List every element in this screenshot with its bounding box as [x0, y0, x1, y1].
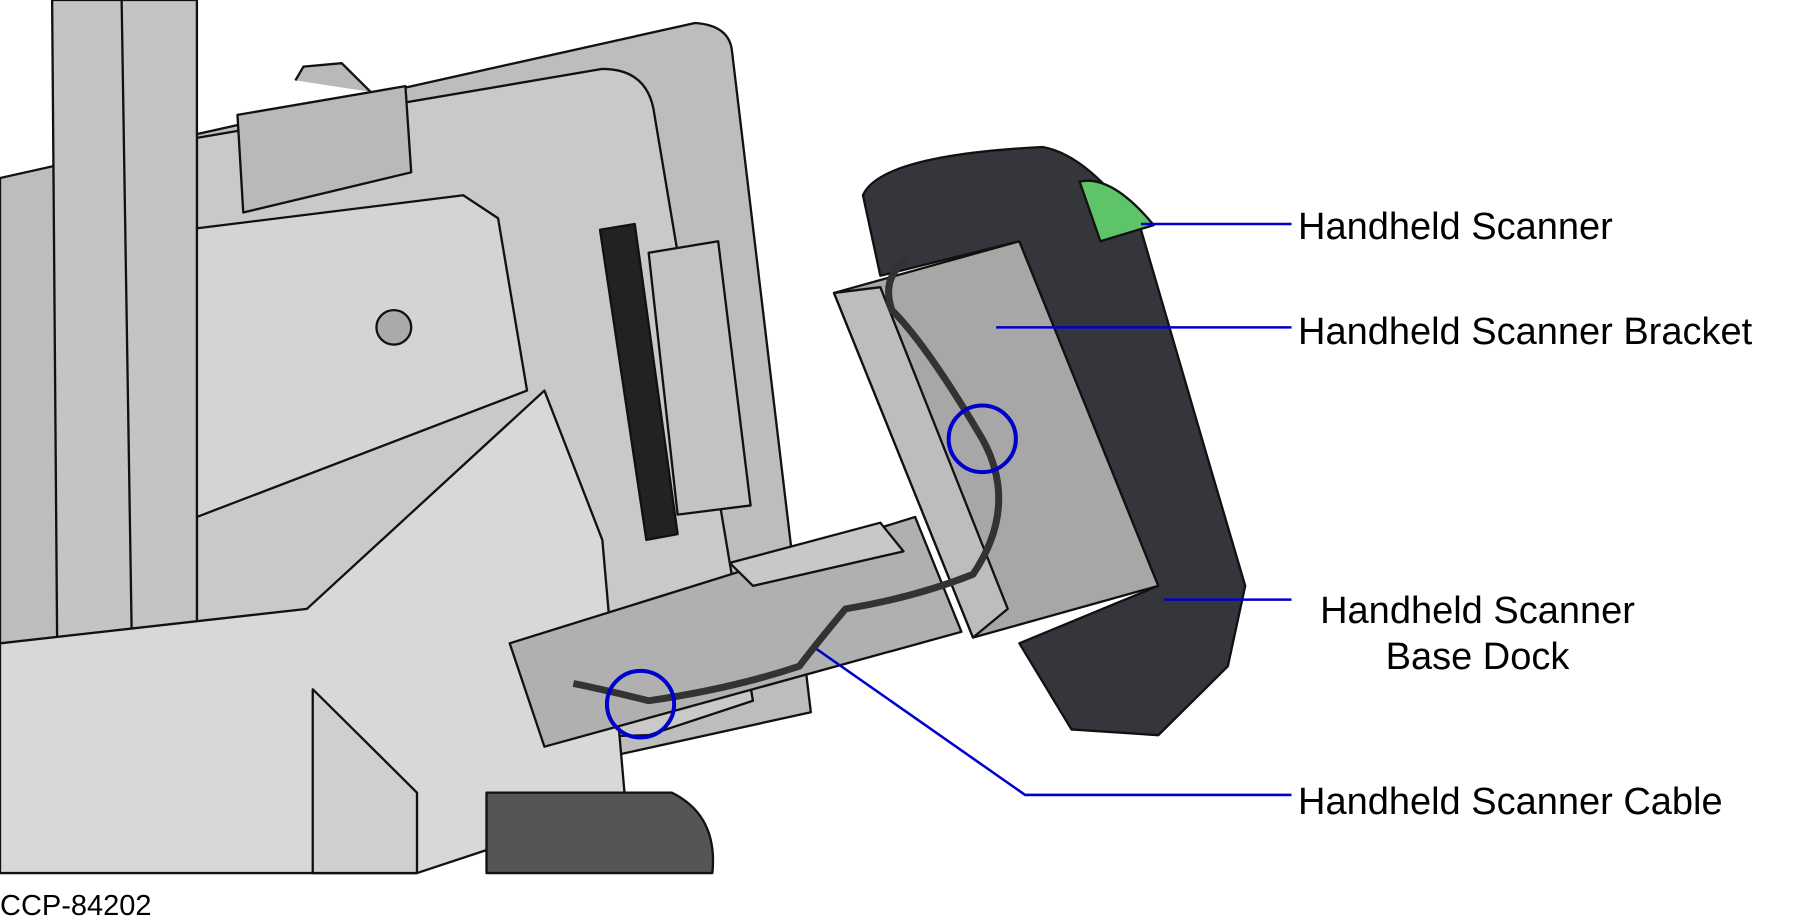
- scanner-cable: [572, 255, 1003, 705]
- callout-handheld-scanner-base-dock: Handheld Scanner Base Dock: [1300, 588, 1655, 680]
- figure-id: CCP-84202: [0, 890, 152, 922]
- highlight-circle-bracket-tie: [946, 403, 1018, 475]
- callout-base-dock-line2: Base Dock: [1385, 636, 1570, 678]
- callout-base-dock-line1: Handheld Scanner: [1320, 590, 1635, 632]
- monitor-vent: [598, 222, 679, 542]
- leader-cable: [815, 648, 1292, 797]
- callout-handheld-scanner: Handheld Scanner: [1298, 206, 1613, 248]
- callout-handheld-scanner-cable: Handheld Scanner Cable: [1298, 781, 1723, 823]
- highlight-circle-arm-tie: [604, 668, 677, 740]
- callout-handheld-scanner-bracket: Handheld Scanner Bracket: [1298, 311, 1753, 353]
- handheld-scanner: [861, 145, 1247, 737]
